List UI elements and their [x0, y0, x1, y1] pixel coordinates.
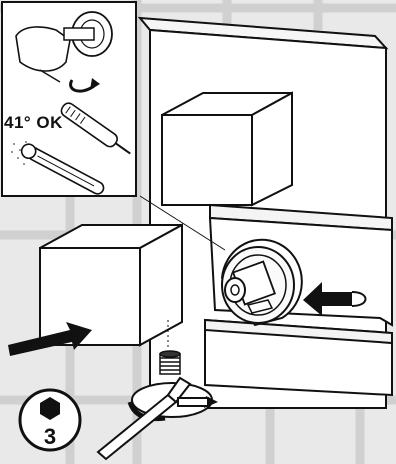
- inset-detail-panel: [2, 2, 136, 197]
- temperature-label: 41° OK: [4, 113, 63, 133]
- grub-screw: [160, 351, 180, 374]
- step-number: 3: [34, 424, 66, 450]
- upper-housing-cube: [162, 93, 292, 205]
- lower-housing-cube: [40, 225, 182, 345]
- cartridge-housing: [222, 240, 302, 325]
